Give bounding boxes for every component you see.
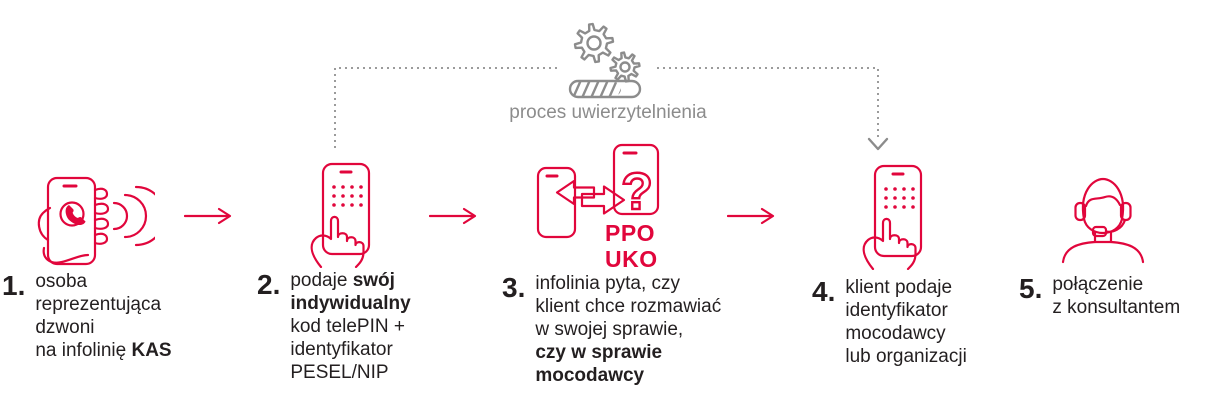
step-3-text: infolinia pyta, czy klient chce rozmawia… — [535, 272, 721, 387]
gear-small — [609, 51, 641, 83]
text-segment: z konsultantem — [1052, 297, 1181, 318]
question-mark: ? — [621, 163, 653, 221]
text-line: klient podaje — [845, 276, 966, 299]
mic — [1091, 225, 1108, 238]
text-segment: podaje — [290, 270, 353, 291]
step-3-label: 3. infolinia pyta, czy klient chce rozma… — [502, 272, 721, 387]
text-line: na infolinię KAS — [35, 339, 171, 362]
text-line: w swojej sprawie, — [535, 318, 721, 341]
text-segment-bold: mocodawcy — [535, 365, 645, 386]
text-line: klient chce rozmawiać — [535, 295, 721, 318]
left-phone-outline — [536, 166, 577, 239]
text-line: reprezentująca — [35, 293, 171, 316]
step-3-number: 3. — [502, 272, 526, 303]
text-segment: PESEL/NIP — [290, 362, 389, 383]
text-line: dzwoni — [35, 316, 171, 339]
pointing-hand — [310, 215, 365, 268]
text-segment: osoba — [35, 271, 88, 292]
text-segment: lub organizacji — [845, 346, 967, 367]
step-1-number: 1. — [2, 270, 26, 301]
step-5-label: 5. połączenie z konsultantem — [1019, 273, 1180, 319]
text-line: identyfikator — [845, 299, 966, 322]
ppo-uko-label: PPO UKO — [605, 220, 658, 272]
progress-bar-outline — [568, 79, 642, 99]
text-line: lub organizacji — [845, 345, 966, 368]
flow-arrow-icon — [184, 207, 232, 225]
phone-outline — [873, 164, 923, 258]
step-5-number: 5. — [1019, 273, 1043, 304]
gear-large — [573, 22, 615, 64]
handset-icon — [65, 205, 86, 226]
step-1-text: osoba reprezentująca dzwoni na infolinię… — [35, 270, 171, 362]
head — [1081, 177, 1125, 235]
headset-earcup-left — [1074, 201, 1087, 222]
text-line: mocodawcy — [845, 322, 966, 345]
keypad-dots — [332, 185, 363, 207]
text-segment-bold: indywidualny — [290, 293, 411, 314]
text-segment-bold: czy w sprawie — [535, 342, 663, 363]
text-segment: w swojej sprawie, — [535, 319, 684, 340]
text-line: połączenie — [1052, 273, 1180, 296]
arrow-right-outline — [580, 185, 626, 215]
right-phone-outline — [612, 143, 660, 216]
text-segment: na infolinię — [35, 340, 132, 361]
text-segment: mocodawcy — [845, 323, 946, 344]
step-2-label: 2. podaje swój indywidualny kod telePIN … — [257, 269, 411, 384]
text-line: kod telePIN + — [290, 315, 410, 338]
keypad-dots — [884, 187, 915, 209]
sound-waves-icon — [112, 185, 155, 247]
text-line: osoba — [35, 270, 171, 293]
step-4-text: klient podaje identyfikator mocodawcy lu… — [845, 276, 966, 368]
consultant-headset-icon — [1061, 177, 1145, 264]
down-arrowhead-icon — [867, 137, 889, 151]
text-line: infolinia pyta, czy — [535, 272, 721, 295]
step-1-label: 1. osoba reprezentująca dzwoni na infoli… — [2, 270, 172, 362]
hair — [1084, 195, 1122, 208]
text-segment: identyfikator — [290, 339, 393, 360]
step-4-number: 4. — [812, 276, 836, 307]
phones-exchange-question-icon: ? — [536, 143, 660, 239]
ppo-label: PPO — [605, 220, 656, 246]
text-segment-bold: swój — [352, 270, 395, 291]
progress-bar-fill — [571, 82, 621, 96]
step-2-text: podaje swój indywidualny kod telePIN + i… — [290, 269, 410, 384]
text-line: podaje swój — [290, 269, 410, 292]
text-segment: klient chce rozmawiać — [535, 296, 722, 317]
text-line: indywidualny — [290, 292, 410, 315]
gear-large-hole — [586, 35, 602, 51]
text-segment: reprezentująca — [35, 294, 162, 315]
text-segment: kod telePIN + — [290, 316, 405, 337]
auth-process-label: proces uwierzytelnienia — [509, 102, 707, 123]
flow-arrow-icon — [429, 207, 477, 225]
arrow-left-outline — [555, 179, 596, 206]
text-line: identyfikator — [290, 338, 410, 361]
step-4-label: 4. klient podaje identyfikator mocodawcy… — [812, 276, 967, 368]
uko-label: UKO — [605, 246, 658, 272]
text-line: czy w sprawie — [535, 341, 721, 364]
text-segment: infolinia pyta, czy — [535, 273, 681, 294]
mic-boom — [1104, 218, 1127, 233]
text-segment: dzwoni — [35, 317, 95, 338]
phone-outline — [321, 162, 371, 256]
step-5-text: połączenie z konsultantem — [1052, 273, 1180, 319]
thumb — [37, 206, 52, 242]
text-segment: połączenie — [1052, 274, 1144, 295]
gear-small-hole — [619, 61, 631, 73]
phone-keypad-hand-icon — [862, 164, 923, 270]
auth-gears-icon — [557, 10, 657, 105]
pointing-hand — [862, 217, 917, 270]
text-segment: identyfikator — [845, 300, 948, 321]
palm — [42, 246, 90, 264]
text-segment: klient podaje — [845, 277, 953, 298]
text-segment-bold: KAS — [131, 340, 172, 361]
hand-holding-phone-call-icon — [37, 176, 155, 266]
flow-arrow-icon — [727, 207, 775, 225]
text-line: z konsultantem — [1052, 296, 1180, 319]
phone-keypad-hand-icon — [310, 162, 371, 268]
shoulders — [1061, 240, 1145, 264]
text-line: mocodawcy — [535, 364, 721, 387]
step-2-number: 2. — [257, 269, 281, 300]
text-line: PESEL/NIP — [290, 361, 410, 384]
